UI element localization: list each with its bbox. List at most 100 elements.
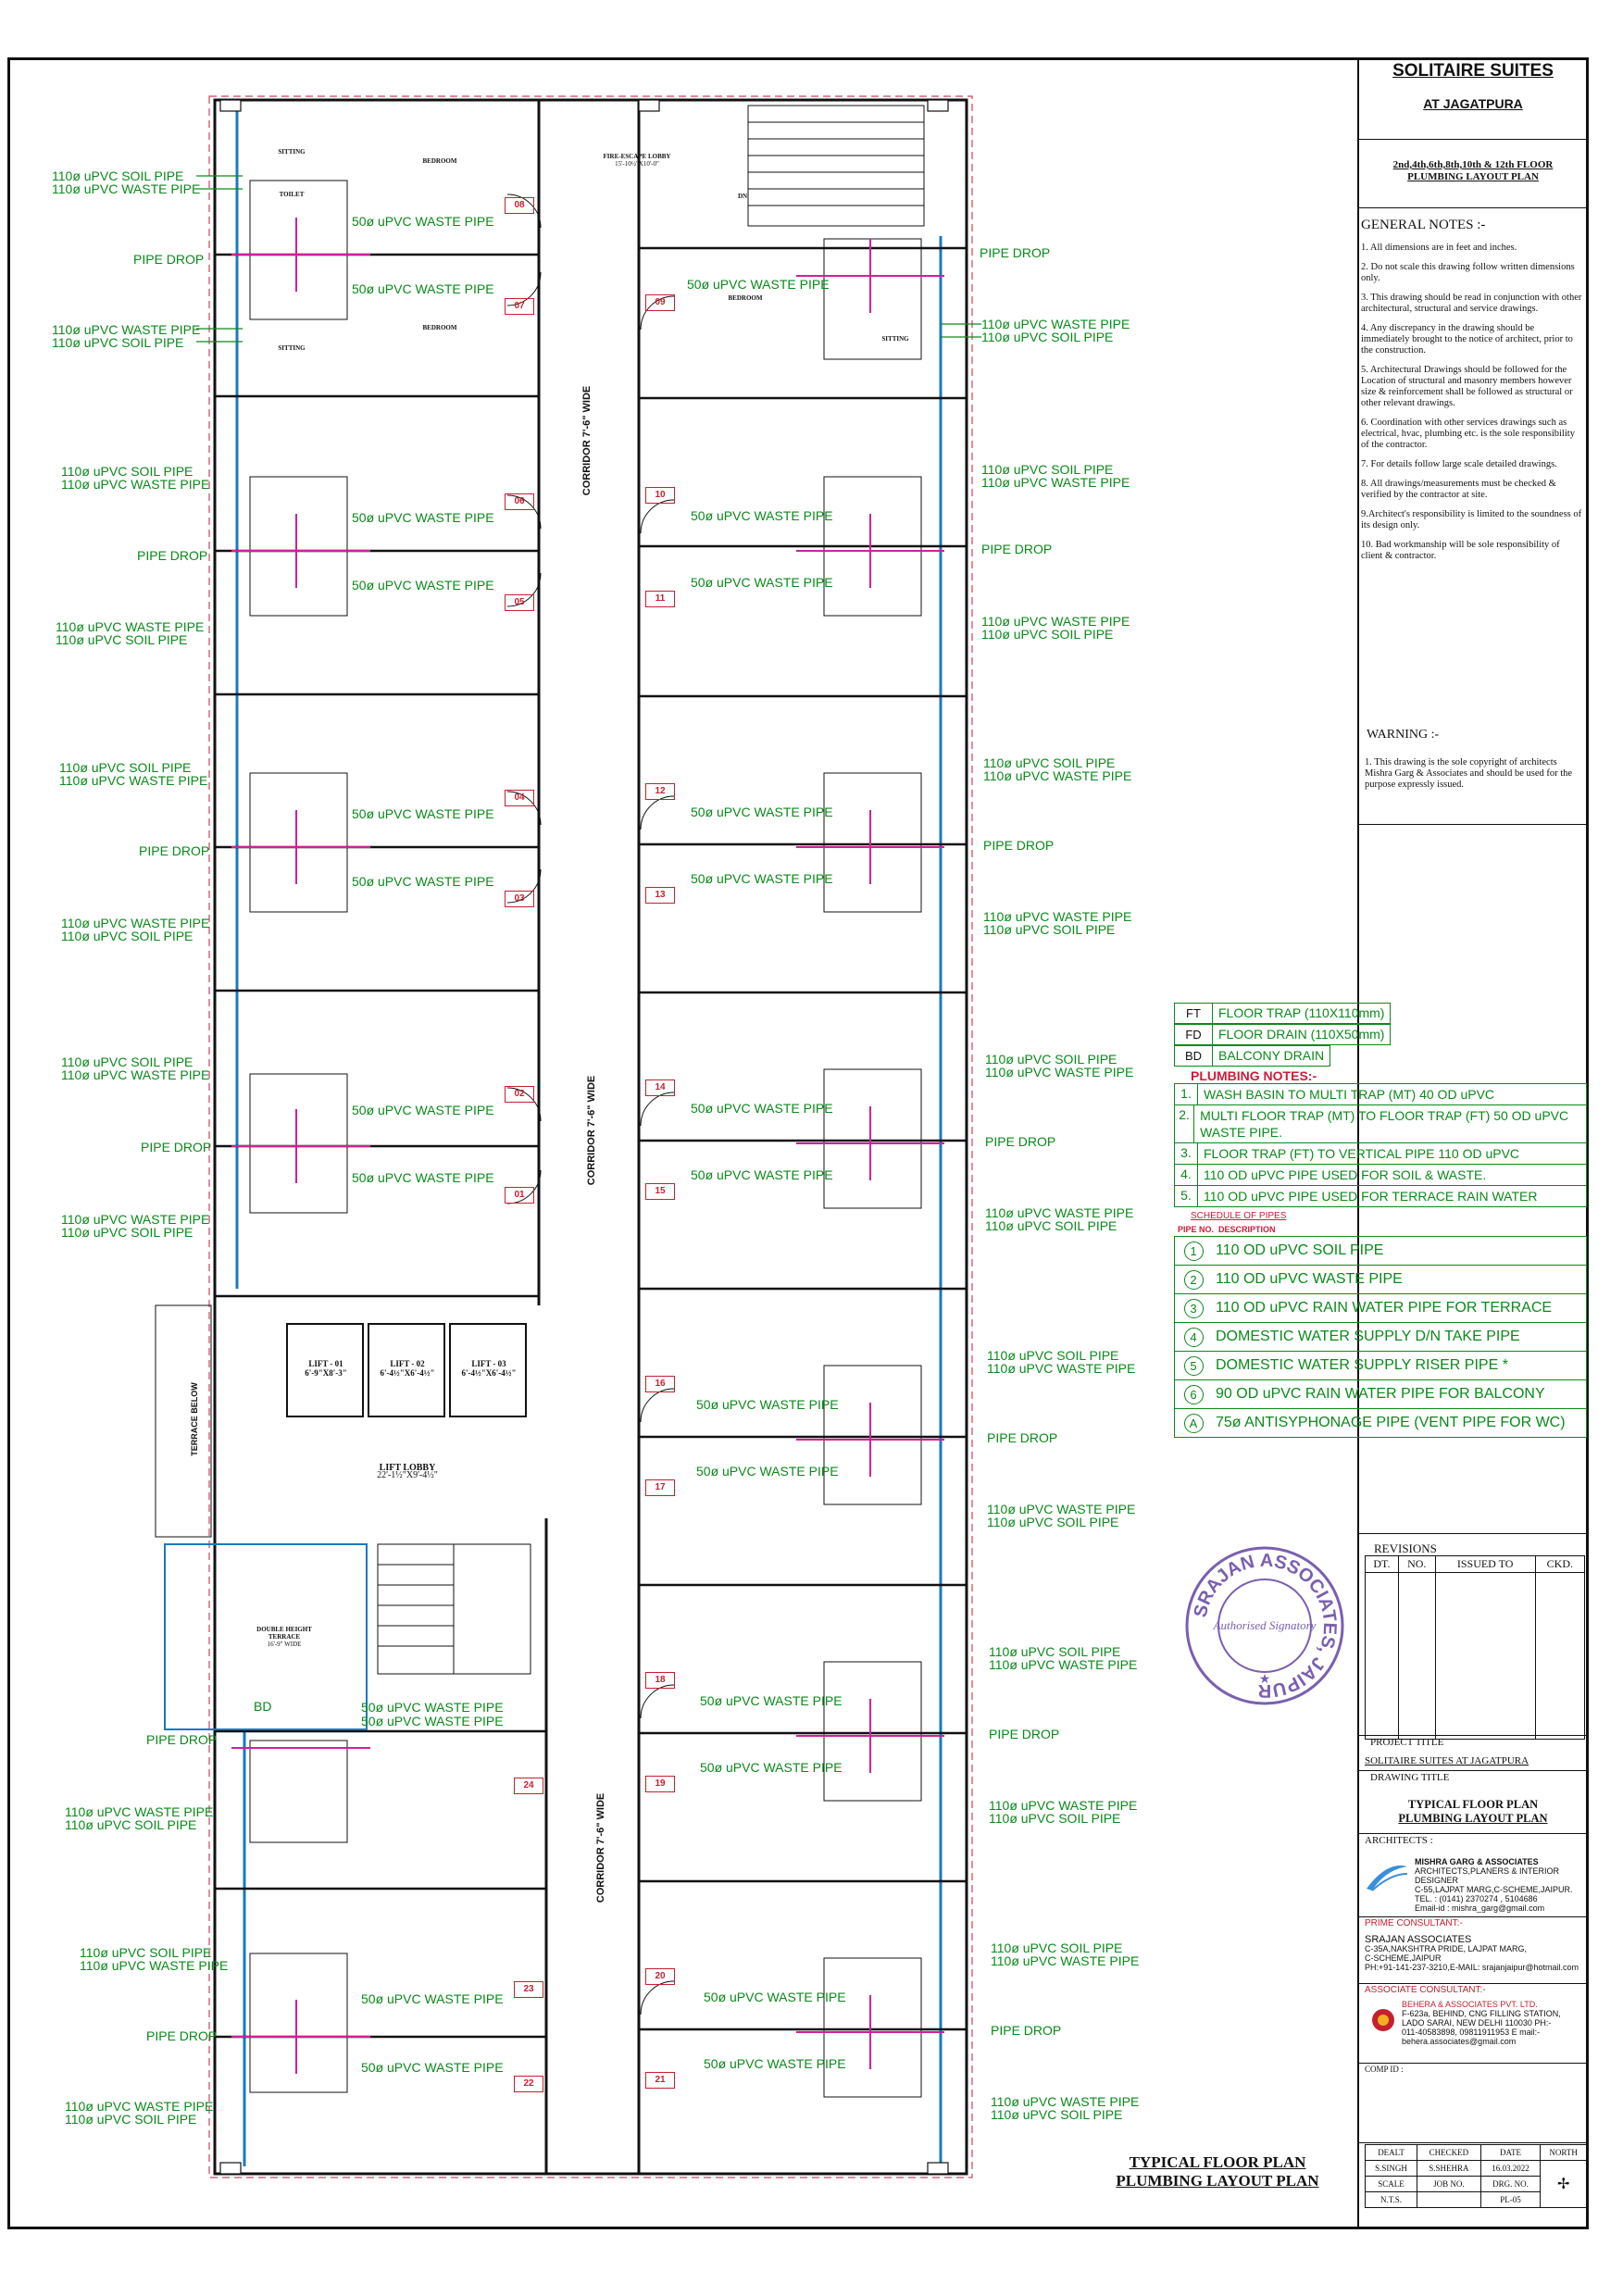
pipe-desc: DOMESTIC WATER SUPPLY D/N TAKE PIPE	[1216, 1329, 1520, 1344]
stair-dn-label: DN	[737, 193, 748, 200]
waste-pipe-label: 110ø uPVC WASTE PIPE	[80, 1958, 229, 1973]
unit-number: 07	[505, 298, 534, 315]
balcony-drain-label: BD	[254, 1699, 272, 1714]
waste-pipe-label: 110ø uPVC WASTE PIPE	[52, 322, 201, 337]
drg-no-value: PL-05	[1479, 2191, 1542, 2208]
architect-name: MISHRA GARG & ASSOCIATES	[1415, 1857, 1539, 1866]
waste-pipe-label: 110ø uPVC WASTE PIPE	[61, 1212, 210, 1227]
plumbing-notes-heading: PLUMBING NOTES:-	[1191, 1068, 1317, 1083]
pipe-drop-label: PIPE DROP	[991, 2023, 1062, 2038]
soil-pipe-label: 110ø uPVC SOIL PIPE	[56, 632, 188, 647]
double-height-terrace	[164, 1543, 368, 1730]
waste-pipe-label: 110ø uPVC WASTE PIPE	[56, 619, 205, 634]
unit-number: 02	[505, 1086, 534, 1103]
architect-logo-icon	[1367, 1866, 1408, 1891]
unit-number: 22	[514, 2076, 543, 2092]
general-notes-heading: GENERAL NOTES :-	[1361, 218, 1486, 232]
pipe-drop-label: PIPE DROP	[133, 252, 205, 267]
note-item: 10. Bad workmanship will be sole respons…	[1361, 540, 1560, 561]
waste-pipe-label: 110ø uPVC WASTE PIPE	[991, 1953, 1140, 1968]
waste-50-label: 50ø uPVC WASTE PIPE	[691, 805, 833, 819]
soil-pipe-label: 110ø uPVC SOIL PIPE	[61, 464, 194, 479]
plumbing-note: 2.MULTI FLOOR TRAP (MT) TO FLOOR TRAP (F…	[1175, 1104, 1586, 1142]
note-text: 110 OD uPVC PIPE USED FOR TERRACE RAIN W…	[1204, 1189, 1538, 1204]
pipe-schedule: 1 110 OD uPVC SOIL PIPE 2 110 OD uPVC WAST…	[1174, 1236, 1587, 1438]
schedule-col-no: PIPE NO.	[1178, 1225, 1215, 1234]
floor-range: 2nd,4th,6th,8th,10th & 12th FLOOR PLUMBI…	[1357, 159, 1589, 183]
plumbing-note: 4.110 OD uPVC PIPE USED FOR SOIL & WASTE…	[1175, 1164, 1586, 1185]
waste-pipe-label: 110ø uPVC WASTE PIPE	[989, 1657, 1138, 1672]
soil-pipe-label: 110ø uPVC SOIL PIPE	[989, 1811, 1121, 1826]
soil-pipe-label: 110ø uPVC SOIL PIPE	[61, 1054, 194, 1069]
waste-50-label: 50ø uPVC WASTE PIPE	[691, 575, 833, 590]
room-label: BEDROOM	[422, 324, 457, 331]
pipe-desc: 110 OD uPVC WASTE PIPE	[1216, 1271, 1403, 1287]
note-item: 9.Architect's responsibility is limited …	[1361, 509, 1582, 530]
note-text: FLOOR TRAP (FT) TO VERTICAL PIPE 110 OD …	[1204, 1146, 1520, 1161]
date-value: 16.03.2022	[1479, 2160, 1542, 2177]
waste-50-label: 50ø uPVC WASTE PIPE	[696, 1464, 839, 1479]
unit-number: 17	[645, 1479, 675, 1496]
warning-heading: WARNING :-	[1367, 728, 1440, 742]
unit-number: 03	[505, 891, 534, 907]
revisions-table: DT. NO. ISSUED TO CKD.	[1365, 1555, 1586, 1740]
associate-address: F-623a, BEHIND, CNG FILLING STATION,	[1402, 2009, 1561, 2018]
plan-title: TYPICAL FLOOR PLAN PLUMBING LAYOUT PLAN	[1083, 2153, 1352, 2190]
waste-50-label: 50ø uPVC WASTE PIPE	[352, 281, 494, 296]
waste-50-label: 50ø uPVC WASTE PIPE	[691, 1101, 833, 1116]
unit-number: 06	[505, 493, 534, 510]
pipe-number: 4	[1183, 1327, 1204, 1347]
drawing-info-table: DEALT CHECKED DATE NORTH S.SINGH S.SHEHR…	[1364, 2144, 1587, 2208]
north-label: NORTH	[1540, 2144, 1587, 2161]
architect-tel: TEL. : (0141) 2370274 , 5104686	[1415, 1894, 1538, 1903]
soil-pipe-label: 110ø uPVC SOIL PIPE	[985, 1218, 1117, 1233]
unit-number: 23	[514, 1981, 543, 1998]
note-item: 4. Any discrepancy in the drawing should…	[1361, 323, 1573, 356]
unit-partitions-right	[639, 246, 967, 2031]
soil-pipe-label: 110ø uPVC SOIL PIPE	[65, 2112, 197, 2127]
room-label: SITTING	[278, 344, 306, 352]
architect-line: ARCHITECTS,PLANERS & INTERIOR DESIGNER	[1415, 1866, 1560, 1885]
pipe-drop-label: PIPE DROP	[983, 838, 1055, 853]
divider	[1357, 1735, 1589, 1736]
corridor-label: CORRIDOR 7'-6" WIDE	[595, 1792, 607, 1903]
waste-50-label: 50ø uPVC WASTE PIPE	[704, 2056, 846, 2071]
pipe-desc: 110 OD uPVC SOIL PIPE	[1216, 1242, 1384, 1258]
plumbing-note: 3.FLOOR TRAP (FT) TO VERTICAL PIPE 110 O…	[1175, 1142, 1586, 1164]
room-label: SITTING	[881, 335, 909, 343]
waste-pipe-label: 110ø uPVC WASTE PIPE	[65, 2099, 214, 2114]
scale-label: SCALE	[1364, 2176, 1418, 2192]
pipe-number: 3	[1183, 1298, 1204, 1318]
prime-contact: PH:+91-141-237-3210,E-MAIL: srajanjaipur…	[1365, 1963, 1579, 1972]
schedule-columns: PIPE NO. DESCRIPTION	[1178, 1225, 1587, 1234]
plan-title-line2: PLUMBING LAYOUT PLAN	[1116, 2172, 1319, 2190]
unit-number: 05	[505, 594, 534, 611]
soil-pipe-label: 110ø uPVC SOIL PIPE	[981, 330, 1114, 344]
unit-number: 24	[514, 1778, 543, 1794]
checked-value: S.SHEHRA	[1417, 2160, 1481, 2177]
unit-number: 20	[645, 1968, 675, 1985]
lift-shafts	[286, 1323, 527, 1417]
divider	[1357, 1833, 1589, 1834]
pipe-number: 2	[1183, 1269, 1204, 1290]
plan-title-line1: TYPICAL FLOOR PLAN	[1129, 2153, 1306, 2171]
schedule-row: 4 DOMESTIC WATER SUPPLY D/N TAKE PIPE	[1175, 1322, 1586, 1351]
room-label: BEDROOM	[728, 294, 763, 302]
waste-50-label: 50ø uPVC WASTE PIPE	[361, 2060, 504, 2075]
divider	[1357, 2142, 1589, 2143]
associate-address-2: LADO SARAI, NEW DELHI 110030 PH:-	[1402, 2018, 1552, 2028]
pipe-number: 1	[1183, 1241, 1204, 1261]
building-walls	[213, 98, 968, 2176]
waste-50-label: 50ø uPVC WASTE PIPE	[691, 508, 833, 523]
schedule-col-desc: DESCRIPTION	[1218, 1225, 1276, 1234]
waste-50-label: 50ø uPVC WASTE PIPE	[352, 510, 494, 525]
soil-pipe-label: 110ø uPVC SOIL PIPE	[52, 335, 184, 350]
divider	[1357, 1770, 1589, 1771]
leader-lines	[196, 175, 981, 343]
floor-plan	[155, 95, 981, 2178]
architect-email: Email-id : mishra_garg@gmail.com	[1415, 1903, 1545, 1913]
